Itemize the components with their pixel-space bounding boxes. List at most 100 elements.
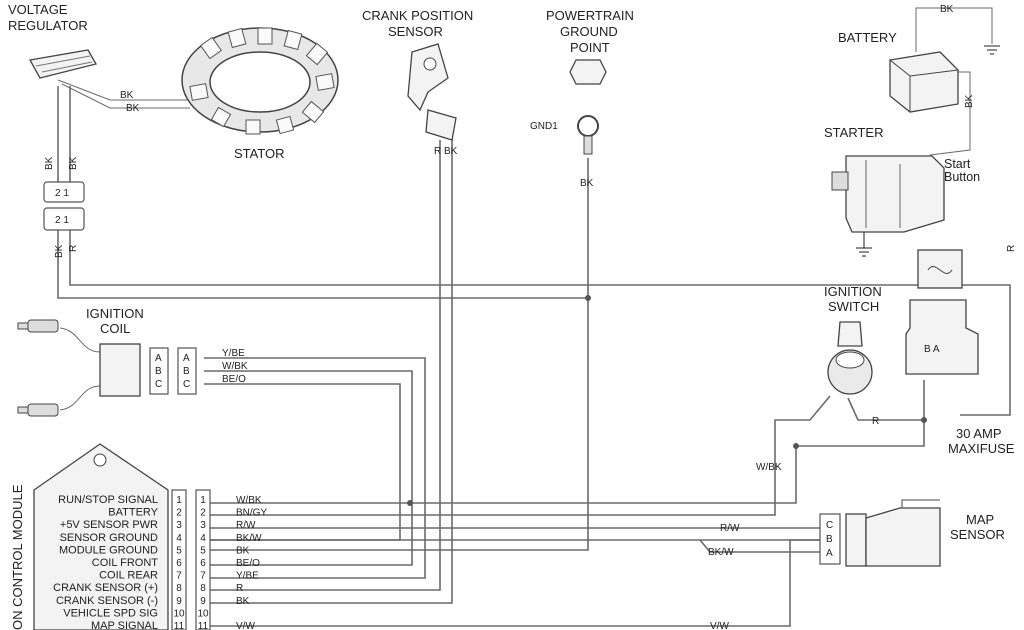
ecm-pin-wire: W/BK [236,495,262,506]
map-sensor: MAP SENSOR C B A R/W BK/W V/W [708,499,1005,630]
ecm-pin-wire: BK [236,596,250,607]
wire-label-rw: R/W [720,523,740,534]
stator: STATOR [181,27,339,161]
junction-dots [407,295,927,506]
ecm-pin-number: 3 [200,520,206,531]
ecm-pin-number: 6 [200,558,206,569]
wire-label-r: R [1006,245,1017,252]
ecm-pin-number: 11 [198,621,209,630]
ecm-pin-label: COIL FRONT [92,557,158,569]
voltage-regulator-label-2: REGULATOR [8,18,88,33]
spark-plug-icon [17,403,59,417]
wire-label-bk: BK [120,90,134,101]
wire-label-ybe: Y/BE [222,348,245,359]
voltage-regulator-icon [28,49,97,79]
battery: BATTERY BK BK [838,4,1000,113]
ecm-pin-number: 5 [200,545,206,556]
wire-label-bk: BK [44,156,55,170]
connector-2-1-upper: 2 1 [43,181,85,203]
starter: STARTER Start Button R [824,125,1017,257]
ecm-pin-wire: BN/GY [236,508,267,519]
wire-label-bk: BK [580,178,594,189]
ecm-pin-number: 5 [176,545,182,556]
gnd1-label: GND1 [530,121,558,132]
wire-label-beo: BE/O [222,374,246,385]
powertrain-ground-point: POWERTRAIN GROUND POINT GND1 BK [530,8,634,189]
voltage-regulator-label: VOLTAGE [8,2,68,17]
ecm-pin-wire: R [236,583,243,594]
maxifuse-label: 30 AMP [956,426,1002,441]
ecm-pin-wire: BE/O [236,558,260,569]
coil-pin-c: C [155,379,162,390]
ecm-pin-number: 9 [200,596,206,607]
ecm-pin-number: 1 [200,495,206,506]
ecm-pin-label: CRANK SENSOR (+) [53,582,158,594]
ecm-pin-label: VEHICLE SPD SIG [63,607,158,619]
junction-dot [793,443,799,449]
wire-label-bkw: BK/W [708,547,734,558]
ignition-key-icon [837,321,863,347]
fuse-holder-icon [905,299,979,375]
ignition-coil-icon [99,343,141,397]
pgp-label-3: POINT [570,40,610,55]
ecm-pin-label: BATTERY [108,507,158,519]
ignition-switch: IGNITION SWITCH R W/BK [756,284,882,473]
ring-terminal-icon [577,115,599,137]
wire-label-bk: BK [964,94,975,108]
ecm-pin-label: +5V SENSOR PWR [60,519,158,531]
ecm-pin-number: 8 [200,583,206,594]
ecm-pin-number: 7 [176,571,182,582]
connector-pin-label: 2 1 [55,188,69,199]
ecm-pin-label: MAP SIGNAL [91,620,158,630]
ignition-switch-label-2: SWITCH [828,299,879,314]
spark-plug-icon [17,319,59,333]
coil-pin-a: A [155,353,162,364]
coil-pin-c: C [183,379,190,390]
ecm-body-icon [33,443,169,630]
junction-dot [921,417,927,423]
start-button-label-2: Button [944,170,980,184]
ecm-pin-number: 7 [200,571,206,582]
ecm-pin-wire: BK/W [236,533,262,544]
stator-label: STATOR [234,146,285,161]
ecm-pin-number: 6 [176,558,182,569]
map-connector-icon [845,513,867,567]
battery-label: BATTERY [838,30,897,45]
wire-label-vw: V/W [710,621,729,630]
fuse-holder-pins: B A [924,344,940,355]
pgp-label-2: GROUND [560,24,618,39]
maxifuse: B A 30 AMP MAXIFUSE [905,249,1015,456]
crank-position-sensor: CRANK POSITION SENSOR R BK [362,8,473,157]
ecm-pin-label: CRANK SENSOR (-) [56,595,158,607]
coil-pin-b: B [155,366,162,377]
ecm-pin-number: 1 [176,495,182,506]
wire-label-rbk: R BK [434,146,458,157]
ecm-pin-wire: Y/BE [236,571,259,582]
starter-label: STARTER [824,125,883,140]
map-sensor-label: MAP [966,512,994,527]
ecm-pin-number: 8 [176,583,182,594]
wire-label-r: R [872,416,879,427]
maxifuse-label-2: MAXIFUSE [948,441,1015,456]
crank-sensor-icon [407,43,449,112]
ecm-label: ON CONTROL MODULE [10,484,25,630]
coil-pin-a: A [183,353,190,364]
ecm-pin-wire: BK [236,545,250,556]
map-sensor-label-2: SENSOR [950,527,1005,542]
ground-symbol-icon [984,45,1000,55]
map-pin-a: A [826,548,833,559]
map-sensor-icon [865,507,941,567]
connector-pin-label: 2 1 [55,215,69,226]
ecm-pin-label: SENSOR GROUND [60,532,158,544]
starter-icon [845,155,945,233]
ecm-pin-label: COIL REAR [99,570,158,582]
ecm-pin-number: 2 [176,508,182,519]
ecm-pin-number: 3 [176,520,182,531]
start-button-label: Start [944,157,971,171]
connector-2-1-lower: 2 1 [43,207,85,231]
ecm-pin-number: 4 [176,533,182,544]
wire-label-bk: BK [126,103,140,114]
